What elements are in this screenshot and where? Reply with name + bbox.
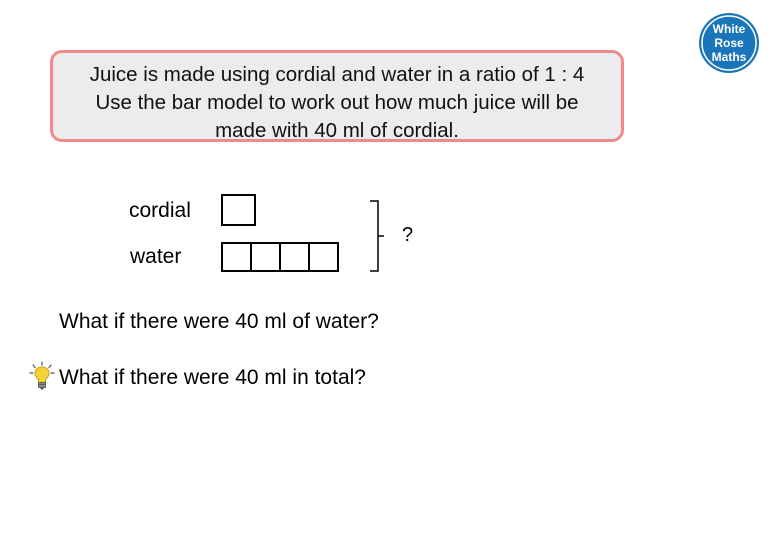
total-question-mark: ? [402,224,414,246]
white-rose-maths-logo: White Rose Maths [699,13,759,73]
cordial-label: cordial [129,199,191,222]
logo-line-2: Rose [714,36,744,50]
bar-part [308,242,339,272]
bar-part [279,242,310,272]
prompt-water: What if there were 40 ml of water? [59,310,379,333]
question-box: Juice is made using cordial and water in… [50,50,624,142]
question-line-2: Use the bar model to work out how much j… [95,91,579,114]
bar-part [221,242,252,272]
cordial-bar [221,194,256,226]
total-bracket [370,200,384,272]
question-line-3: made with 40 ml of cordial. [215,119,459,142]
question-text: Juice is made using cordial and water in… [53,61,621,145]
prompt-total: What if there were 40 ml in total? [59,366,366,389]
water-label: water [130,245,182,268]
logo-line-3: Maths [712,50,747,64]
water-bar [221,242,339,272]
lightbulb-icon [29,361,55,390]
bar-part [250,242,281,272]
logo-line-1: White [713,22,746,36]
question-line-1: Juice is made using cordial and water in… [89,63,585,86]
bar-part [221,194,256,226]
